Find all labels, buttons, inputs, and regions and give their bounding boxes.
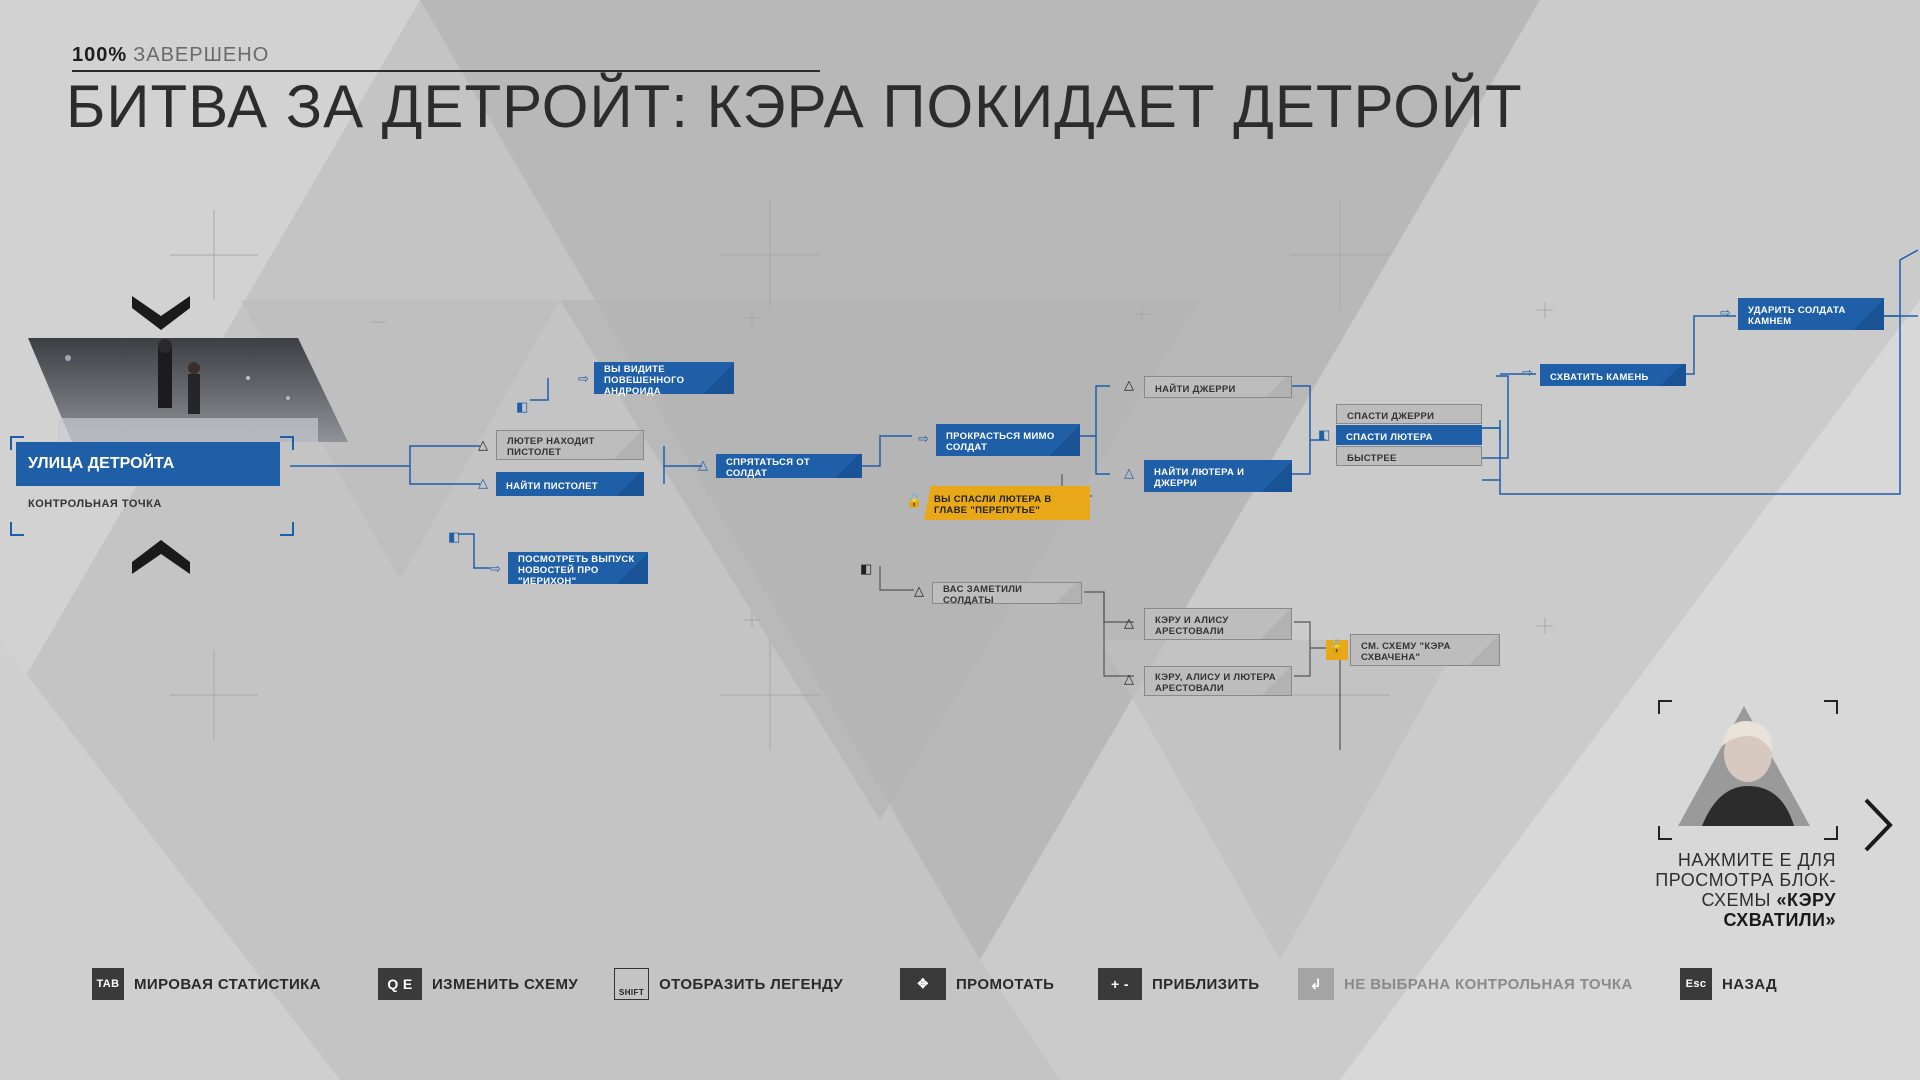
completion-percent: 100% — [72, 44, 128, 66]
start-node-title: УЛИЦА ДЕТРОЙТА — [16, 442, 280, 486]
node-label: ПОСМОТРЕТЬ ВЫПУСК НОВОСТЕЙ ПРО "ИЕРИХОН" — [518, 553, 635, 587]
unlock-icon: 🔓 — [906, 493, 923, 508]
node-label: УДАРИТЬ СОЛДАТА КАМНЕМ — [1748, 305, 1846, 327]
control-label: ПРИБЛИЗИТЬ — [1152, 975, 1260, 993]
control-label: МИРОВАЯ СТАТИСТИКА — [134, 975, 321, 993]
node-label: НАЙТИ ДЖЕРРИ — [1155, 383, 1236, 395]
chevron-up-icon[interactable] — [132, 540, 190, 574]
node-grab-stone[interactable]: СХВАТИТЬ КАМЕНЬ — [1540, 364, 1686, 386]
control-back[interactable]: Esc НАЗАД — [1680, 968, 1777, 1000]
node-hit-soldier[interactable]: УДАРИТЬ СОЛДАТА КАМНЕМ — [1738, 298, 1884, 330]
arrow-icon: ⇨ — [918, 431, 929, 446]
completion-status: 100%ЗАВЕРШЕНО — [72, 44, 269, 67]
arrow-icon: ⇨ — [1522, 365, 1533, 380]
chapter-thumbnail — [28, 338, 348, 442]
key-q-e: Q E — [378, 968, 422, 1000]
key-label: SHIFT — [619, 988, 645, 997]
control-checkpoint: ↲ НЕ ВЫБРАНА КОНТРОЛЬНАЯ ТОЧКА — [1298, 968, 1633, 1000]
node-label: СПАСТИ ЛЮТЕРА — [1346, 431, 1433, 443]
hint-line: ПРОСМОТРА БЛОК- — [1655, 870, 1836, 890]
node-sneak-past[interactable]: ПРОКРАСТЬСЯ МИМО СОЛДАТ — [936, 424, 1080, 456]
hint-line: НАЖМИТЕ E ДЛЯ — [1677, 850, 1836, 870]
control-label: ИЗМЕНИТЬ СХЕМУ — [432, 975, 579, 993]
completion-label: ЗАВЕРШЕНО — [133, 44, 270, 66]
node-spotted[interactable]: ВАС ЗАМЕТИЛИ СОЛДАТЫ — [932, 582, 1082, 606]
node-label: НАЙТИ ПИСТОЛЕТ — [506, 480, 598, 492]
arrow-icon: ⇨ — [1720, 305, 1731, 320]
triangle-icon: △ — [698, 457, 708, 472]
control-label: ПРОМОТАТЬ — [956, 975, 1055, 993]
preview-frame — [1658, 700, 1838, 840]
node-all-arrested[interactable]: КЭРУ, АЛИСУ И ЛЮТЕРА АРЕСТОВАЛИ — [1144, 666, 1292, 696]
page-title: БИТВА ЗА ДЕТРОЙТ: КЭРА ПОКИДАЕТ ДЕТРОЙТ — [66, 73, 1523, 140]
node-hide-from-soldiers[interactable]: СПРЯТАТЬСЯ ОТ СОЛДАТ — [716, 454, 862, 479]
node-save-jerry[interactable]: СПАСТИ ДЖЕРРИ — [1336, 404, 1482, 424]
node-label: СХВАТИТЬ КАМЕНЬ — [1550, 371, 1649, 383]
node-luther-finds-gun[interactable]: ЛЮТЕР НАХОДИТ ПИСТОЛЕТ — [496, 430, 644, 460]
key-plus-minus: + - — [1098, 968, 1142, 1000]
control-zoom[interactable]: + - ПРИБЛИЗИТЬ — [1098, 968, 1259, 1000]
node-label: СПРЯТАТЬСЯ ОТ СОЛДАТ — [726, 457, 811, 479]
next-chart-hint: НАЖМИТЕ E ДЛЯ ПРОСМОТРА БЛОК- СХЕМЫ «КЭР… — [1610, 850, 1836, 930]
start-node-subtitle: КОНТРОЛЬНАЯ ТОЧКА — [28, 498, 162, 510]
node-label: КЭРУ, АЛИСУ И ЛЮТЕРА АРЕСТОВАЛИ — [1155, 672, 1276, 694]
node-label: ВЫ СПАСЛИ ЛЮТЕРА В ГЛАВЕ "ПЕРЕПУТЬЕ" — [934, 494, 1052, 516]
node-label: ВАС ЗАМЕТИЛИ СОЛДАТЫ — [943, 584, 1023, 606]
control-label: ОТОБРАЗИТЬ ЛЕГЕНДУ — [659, 975, 844, 993]
next-chart-name: «КЭРУ СХВАТИЛИ» — [1723, 890, 1836, 930]
lock-icon: ◧ — [448, 529, 461, 544]
triangle-icon: △ — [478, 475, 488, 490]
node-label: КЭРУ И АЛИСУ АРЕСТОВАЛИ — [1155, 615, 1229, 637]
control-label: НАЗАД — [1722, 975, 1778, 993]
node-watch-news[interactable]: ПОСМОТРЕТЬ ВЫПУСК НОВОСТЕЙ ПРО "ИЕРИХОН" — [508, 552, 648, 587]
node-find-luther-jerry[interactable]: НАЙТИ ЛЮТЕРА И ДЖЕРРИ — [1144, 460, 1292, 492]
title-divider — [72, 70, 820, 72]
move-arrows-icon: ✥ — [900, 968, 946, 1000]
node-save-luther[interactable]: СПАСТИ ЛЮТЕРА — [1336, 425, 1482, 445]
node-label: НАЙТИ ЛЮТЕРА И ДЖЕРРИ — [1154, 467, 1245, 489]
node-label: СПАСТИ ДЖЕРРИ — [1347, 410, 1435, 422]
triangle-icon: △ — [1124, 465, 1134, 480]
key-esc: Esc — [1680, 968, 1712, 1000]
node-label: СМ. СХЕМУ "КЭРА СХВАЧЕНА" — [1361, 641, 1451, 663]
chevron-down-icon[interactable] — [132, 296, 190, 330]
lock-icon: ◧ — [1318, 427, 1331, 442]
lock-icon: ◧ — [860, 561, 873, 576]
node-label: ПРОКРАСТЬСЯ МИМО СОЛДАТ — [946, 431, 1055, 453]
key-shift: SHIFT — [614, 968, 650, 1000]
triangle-icon: △ — [914, 583, 924, 598]
node-label: БЫСТРЕЕ — [1347, 452, 1397, 464]
control-change-chart[interactable]: Q E ИЗМЕНИТЬ СХЕМУ — [378, 968, 578, 1000]
arrow-icon: ⇨ — [490, 561, 501, 576]
node-label: ЛЮТЕР НАХОДИТ ПИСТОЛЕТ — [507, 436, 595, 458]
triangle-icon: △ — [1124, 615, 1134, 630]
triangle-icon: △ — [478, 437, 488, 452]
next-chart-thumbnail[interactable] — [1678, 706, 1810, 826]
node-saved-luther[interactable]: ВЫ СПАСЛИ ЛЮТЕРА В ГЛАВЕ "ПЕРЕПУТЬЕ" — [924, 486, 1090, 520]
key-tab: TAB — [92, 968, 124, 1000]
control-world-stats[interactable]: TAB МИРОВАЯ СТАТИСТИКА — [92, 968, 321, 1000]
control-scroll[interactable]: ✥ ПРОМОТАТЬ — [900, 968, 1054, 1000]
node-label: ВЫ ВИДИТЕ ПОВЕШЕННОГО АНДРОИДА — [604, 363, 685, 397]
control-show-legend[interactable]: SHIFT ОТОБРАЗИТЬ ЛЕГЕНДУ — [614, 968, 843, 1000]
hint-line: СХЕМЫ — [1701, 890, 1771, 910]
lock-icon: ◧ — [516, 399, 529, 414]
node-find-gun[interactable]: НАЙТИ ПИСТОЛЕТ — [496, 472, 644, 496]
triangle-icon: △ — [1124, 377, 1134, 392]
start-node[interactable] — [10, 436, 294, 536]
node-seen-android[interactable]: ВЫ ВИДИТЕ ПОВЕШЕННОГО АНДРОИДА — [594, 362, 734, 397]
control-label: НЕ ВЫБРАНА КОНТРОЛЬНАЯ ТОЧКА — [1344, 975, 1633, 993]
unlock-icon: 🔓 — [1326, 640, 1348, 660]
node-find-jerry[interactable]: НАЙТИ ДЖЕРРИ — [1144, 376, 1292, 398]
node-kara-alice-arrested[interactable]: КЭРУ И АЛИСУ АРЕСТОВАЛИ — [1144, 608, 1292, 640]
return-icon: ↲ — [1298, 968, 1334, 1000]
chevron-right-icon[interactable] — [1862, 798, 1894, 852]
arrow-icon: ⇨ — [578, 371, 589, 386]
node-see-captured[interactable]: СМ. СХЕМУ "КЭРА СХВАЧЕНА" — [1350, 634, 1500, 666]
triangle-icon: △ — [1124, 671, 1134, 686]
node-faster[interactable]: БЫСТРЕЕ — [1336, 446, 1482, 466]
